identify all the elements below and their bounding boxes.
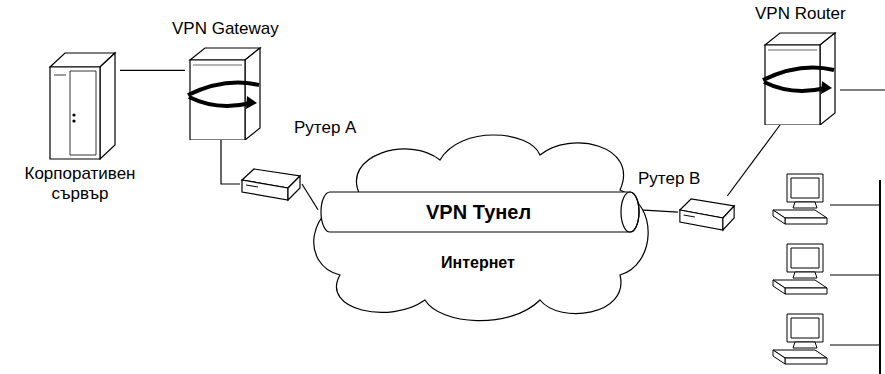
vpn-router-node: VPN Router xyxy=(760,30,840,125)
device-label: VPN Router xyxy=(753,4,848,24)
router-shape xyxy=(240,166,302,202)
device-label: Корпоративен сървър xyxy=(3,164,157,204)
pc-icon xyxy=(773,174,827,224)
vpn-tunnel: VPN Тунел xyxy=(318,190,640,234)
device-label: VPN Gateway xyxy=(170,19,281,39)
server-shape xyxy=(40,45,120,160)
router-node: Рутер В xyxy=(678,196,736,232)
node-title: VPN Тунел xyxy=(426,201,531,224)
pc-icon xyxy=(773,314,827,364)
node-title: Интернет xyxy=(441,254,515,272)
router-shape xyxy=(678,196,736,232)
pc-icon xyxy=(773,244,827,294)
network-link xyxy=(221,140,240,184)
router-node: Рутер А xyxy=(240,166,302,202)
device-label: Рутер В xyxy=(636,169,702,189)
tower-shape xyxy=(760,30,840,125)
tower-shape xyxy=(185,45,265,140)
device-label: Рутер А xyxy=(292,118,358,138)
network-link xyxy=(120,70,185,71)
pc-wire xyxy=(830,204,880,205)
pc-wire xyxy=(830,274,880,275)
gateway-node: VPN Gateway xyxy=(185,45,265,140)
network-link xyxy=(640,210,678,212)
server-node: Корпоративен сървър xyxy=(40,45,120,160)
pc-wire xyxy=(830,344,880,345)
network-link xyxy=(727,125,780,196)
lan-wire xyxy=(840,89,885,90)
network-link xyxy=(302,184,318,210)
